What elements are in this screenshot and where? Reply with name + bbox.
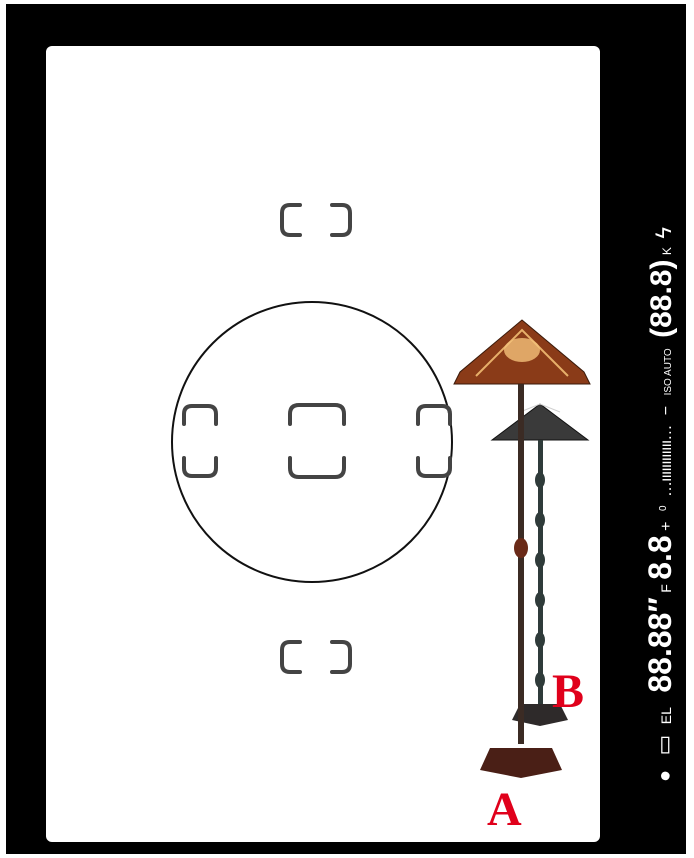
- af-point-bottom: [282, 642, 350, 672]
- iso-auto-indicator: ISO AUTO: [663, 348, 674, 395]
- metering-circle: [172, 302, 452, 582]
- f-indicator: F: [658, 584, 674, 593]
- plus-indicator: +: [658, 521, 675, 530]
- af-point-top: [282, 205, 350, 235]
- exposure-scale-zero: 0: [658, 505, 669, 511]
- aperture-display: 8.8: [642, 535, 678, 579]
- label-a: A: [487, 786, 522, 834]
- af-point-right: [418, 406, 450, 476]
- frame-count-display: (88.8): [645, 260, 678, 338]
- label-b: B: [552, 668, 584, 716]
- k-indicator: K: [660, 247, 674, 255]
- shutter-speed-display: 88.88″: [642, 597, 678, 692]
- af-point-center: [290, 405, 344, 477]
- exposure-scale: 0 …ıııııııııııı…: [658, 426, 676, 511]
- indicator-dot: ●: [654, 770, 676, 782]
- flash-ready-icon: ϟ: [651, 227, 676, 239]
- exposure-scale-ticks: …ıııııııııııı…: [658, 426, 675, 497]
- af-point-left: [184, 406, 216, 476]
- minus-indicator: −: [658, 406, 675, 415]
- battery-icon: ▭: [651, 735, 676, 756]
- el-indicator: EL: [658, 707, 674, 724]
